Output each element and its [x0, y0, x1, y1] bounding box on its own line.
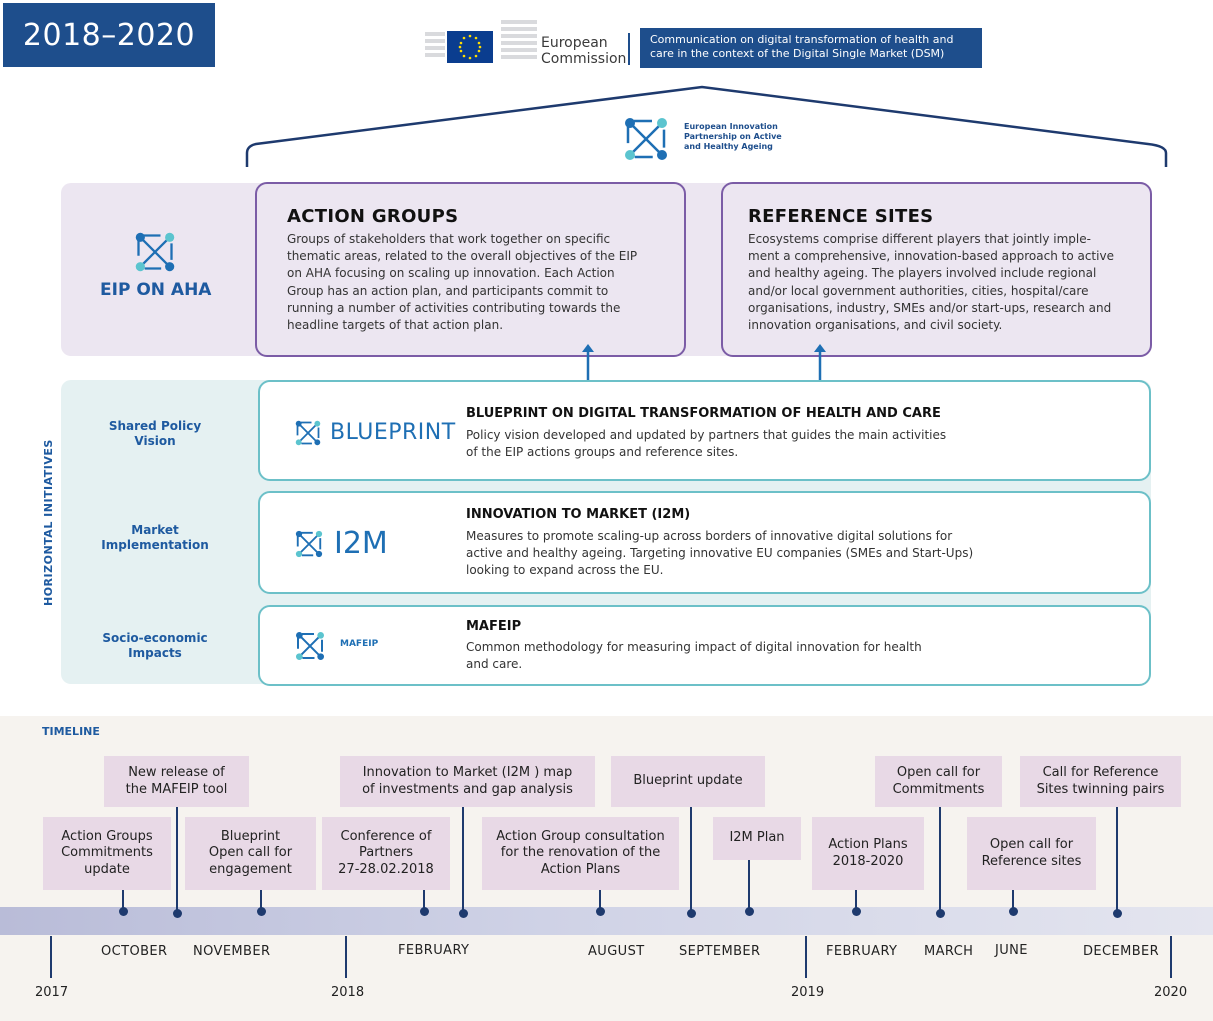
timeline-bar: [0, 907, 1213, 935]
ec-separator: [628, 33, 630, 65]
year-tick: [345, 936, 347, 978]
eip-top-logo-icon: [625, 118, 667, 160]
month-label: AUGUST: [588, 944, 645, 959]
eip-top-name: European Innovation Partnership on Activ…: [684, 122, 782, 151]
timeline-stem: [599, 890, 601, 912]
month-label: DECEMBER: [1083, 944, 1160, 959]
blueprint-logo-text: BLUEPRINT: [330, 420, 456, 445]
timeline-dot: [745, 907, 754, 916]
timeline-dot: [459, 909, 468, 918]
timeline-stem: [1012, 890, 1014, 912]
i2m-logo-icon: [295, 530, 323, 558]
timeline-dot: [119, 907, 128, 916]
period-badge: 2018–2020: [3, 3, 215, 67]
timeline-stem: [260, 890, 262, 912]
month-label: JUNE: [995, 943, 1028, 958]
eip-aha-label: EIP ON AHA: [100, 280, 212, 300]
timeline-dot: [257, 907, 266, 916]
month-label: NOVEMBER: [193, 944, 271, 959]
blueprint-title: BLUEPRINT ON DIGITAL TRANSFORMATION OF H…: [466, 406, 941, 421]
i2m-text: Measures to promote scaling-up across bo…: [466, 529, 974, 578]
year-label: 2019: [791, 985, 825, 1000]
mafeip-text: Common methodology for measuring impact …: [466, 640, 922, 672]
blueprint-text: Policy vision developed and updated by p…: [466, 428, 947, 460]
timeline-stem: [1116, 807, 1118, 912]
month-label: FEBRUARY: [398, 943, 470, 958]
action-groups-box: ACTION GROUPS Groups of stakeholders tha…: [255, 182, 686, 357]
i2m-box: I2M INNOVATION TO MARKET (I2M) Measures …: [258, 491, 1151, 594]
timeline-dot: [687, 909, 696, 918]
timeline-dot: [852, 907, 861, 916]
timeline-stem: [939, 807, 941, 912]
event-i2m-plan: I2M Plan: [713, 817, 801, 860]
reference-sites-box: REFERENCE SITES Ecosystems comprise diff…: [721, 182, 1152, 357]
year-tick: [805, 936, 807, 978]
action-groups-title: ACTION GROUPS: [287, 206, 459, 227]
blueprint-box: BLUEPRINT BLUEPRINT ON DIGITAL TRANSFORM…: [258, 380, 1151, 481]
action-groups-text: Groups of stakeholders that work togethe…: [287, 232, 638, 333]
timeline-stem: [122, 890, 124, 912]
year-label: 2017: [35, 985, 69, 1000]
communication-box: Communication on digital transformation …: [640, 28, 982, 68]
timeline-stem: [748, 860, 750, 912]
timeline-dot: [1113, 909, 1122, 918]
mafeip-title: MAFEIP: [466, 619, 522, 634]
year-label: 2020: [1154, 985, 1188, 1000]
blueprint-logo-icon: [295, 420, 321, 446]
timeline-dot: [596, 907, 605, 916]
timeline-dot: [1009, 907, 1018, 916]
horizontal-initiatives-label: HORIZONTAL INITIATIVES: [42, 439, 55, 606]
i2m-title: INNOVATION TO MARKET (I2M): [466, 507, 691, 522]
timeline-stem: [462, 807, 464, 912]
year-tick: [1170, 936, 1172, 978]
reference-sites-title: REFERENCE SITES: [748, 206, 934, 227]
mafeip-logo-icon: [296, 632, 324, 660]
i2m-logo-text: I2M: [334, 526, 388, 561]
roof-bracket: [245, 85, 1168, 167]
year-tick: [50, 936, 52, 978]
ec-name: European Commission: [541, 35, 627, 67]
month-label: SEPTEMBER: [679, 944, 761, 959]
timeline-stem: [690, 807, 692, 912]
year-label: 2018: [331, 985, 365, 1000]
timeline-title: TIMELINE: [42, 725, 100, 738]
timeline-stem: [855, 890, 857, 912]
eip-aha-logo-icon: [135, 232, 175, 272]
mafeip-box: MAFEIP MAFEIP Common methodology for mea…: [258, 605, 1151, 686]
reference-sites-text: Ecosystems comprise different players th…: [748, 232, 1114, 333]
timeline-dot: [420, 907, 429, 916]
timeline-dot: [173, 909, 182, 918]
timeline-stem: [423, 890, 425, 912]
timeline-stem: [176, 807, 178, 912]
timeline-dot: [936, 909, 945, 918]
mafeip-logo-text: MAFEIP: [340, 639, 379, 649]
event-blueprint-update: Blueprint update: [611, 756, 765, 807]
month-label: FEBRUARY: [826, 944, 898, 959]
month-label: MARCH: [924, 944, 974, 959]
month-label: OCTOBER: [101, 944, 168, 959]
european-commission-logo: [425, 20, 537, 63]
